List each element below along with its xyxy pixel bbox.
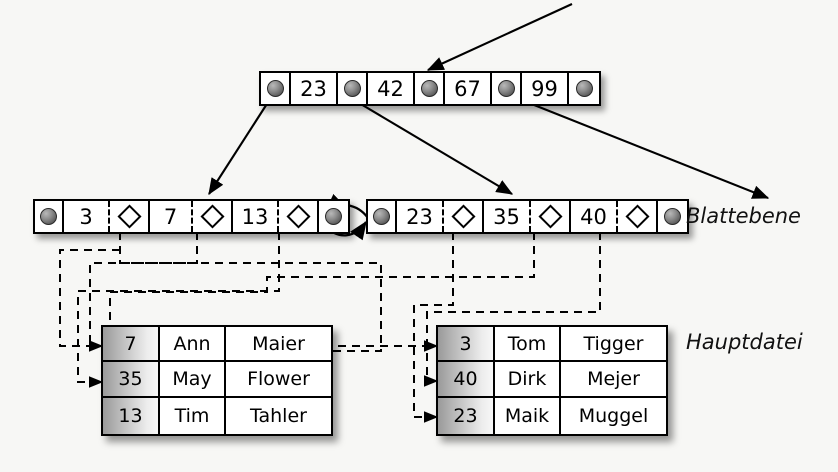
ball-pointer-icon [497, 80, 515, 97]
leaf-left-key-2: 13 [233, 201, 279, 232]
root-pointer-2[interactable] [415, 73, 445, 104]
leaf-left-record-pointer-0[interactable] [110, 201, 150, 232]
leaf-left-record-pointer-1[interactable] [193, 201, 233, 232]
root-pointer-1[interactable] [338, 73, 368, 104]
root-to-left-leaf-arrow [208, 95, 273, 196]
row-key-cell: 3 [438, 327, 495, 360]
leaf-right-record-pointer-0[interactable] [444, 201, 484, 232]
ball-pointer-icon [664, 208, 681, 225]
row-key-cell: 13 [103, 398, 160, 434]
root-pointer-0[interactable] [261, 73, 291, 104]
diamond-pointer-icon [537, 204, 563, 229]
table-row[interactable]: 35 May Flower [103, 362, 331, 398]
root-pointer-4[interactable] [569, 73, 599, 104]
row-lastname-cell: Tigger [561, 327, 666, 360]
row-lastname-cell: Maier [226, 327, 331, 360]
ball-pointer-icon [343, 80, 361, 97]
ball-pointer-icon [373, 208, 390, 225]
leaf-left-key-1: 7 [150, 201, 193, 232]
ball-pointer-icon [325, 208, 342, 225]
row-firstname-cell: Tom [495, 327, 561, 360]
leaf-left-record-pointer-2[interactable] [279, 201, 319, 232]
table-row[interactable]: 7 Ann Maier [103, 327, 331, 362]
leaf-left-prev-pointer[interactable] [35, 201, 64, 232]
leaf-left-next-pointer[interactable] [319, 201, 348, 232]
hauptdatei-table-left[interactable]: 7 Ann Maier 35 May Flower 13 Tim Tahler [101, 325, 333, 436]
row-lastname-cell: Tahler [226, 398, 331, 434]
root-to-right-subtree-arrow [513, 96, 770, 199]
row-lastname-cell: Muggel [561, 398, 666, 434]
ball-pointer-icon [266, 80, 284, 97]
diamond-pointer-icon [199, 204, 225, 229]
caption-blattebene: Blattebene [686, 204, 801, 228]
leaf-right-key-0: 23 [397, 201, 444, 232]
row-firstname-cell: Maik [495, 398, 561, 434]
diamond-pointer-icon [450, 204, 476, 229]
row-firstname-cell: May [160, 362, 226, 396]
leaf-right-key-1: 35 [484, 201, 531, 232]
diamond-pointer-icon [116, 204, 142, 229]
table-row[interactable]: 13 Tim Tahler [103, 398, 331, 434]
root-key-3: 99 [522, 73, 569, 104]
row-key-cell: 40 [438, 362, 495, 396]
table-row[interactable]: 40 Dirk Mejer [438, 362, 666, 398]
row-firstname-cell: Tim [160, 398, 226, 434]
leaf-right-prev-pointer[interactable] [368, 201, 397, 232]
leaf-right-key-2: 40 [571, 201, 618, 232]
leaf-right-next-pointer[interactable] [658, 201, 687, 232]
leaf-right-record-pointer-1[interactable] [531, 201, 571, 232]
leaf-left-key-0: 3 [64, 201, 110, 232]
row-key-cell: 35 [103, 362, 160, 396]
root-key-0: 23 [291, 73, 338, 104]
root-key-1: 42 [368, 73, 415, 104]
leaf-node-right[interactable]: 23 35 40 [366, 199, 689, 234]
root-key-2: 67 [445, 73, 492, 104]
ball-pointer-icon [575, 80, 593, 97]
root-index-node[interactable]: 23 42 67 99 [259, 71, 601, 106]
leaf-node-left[interactable]: 3 7 13 [33, 199, 350, 234]
root-to-right-leaf-arrow [348, 96, 514, 195]
row-lastname-cell: Flower [226, 362, 331, 396]
diamond-pointer-icon [285, 204, 311, 229]
row-key-cell: 7 [103, 327, 160, 360]
ball-pointer-icon [420, 80, 438, 97]
ball-pointer-icon [40, 208, 57, 225]
row-key-cell: 23 [438, 398, 495, 434]
caption-hauptdatei: Hauptdatei [686, 330, 803, 354]
table-row[interactable]: 3 Tom Tigger [438, 327, 666, 362]
incoming-root-arrow [426, 3, 573, 71]
hauptdatei-table-right[interactable]: 3 Tom Tigger 40 Dirk Mejer 23 Maik Mugge… [436, 325, 668, 436]
row-lastname-cell: Mejer [561, 362, 666, 396]
row-firstname-cell: Ann [160, 327, 226, 360]
row-firstname-cell: Dirk [495, 362, 561, 396]
diamond-pointer-icon [624, 204, 650, 229]
leaf-right-record-pointer-2[interactable] [618, 201, 658, 232]
root-pointer-3[interactable] [492, 73, 522, 104]
table-row[interactable]: 23 Maik Muggel [438, 398, 666, 434]
